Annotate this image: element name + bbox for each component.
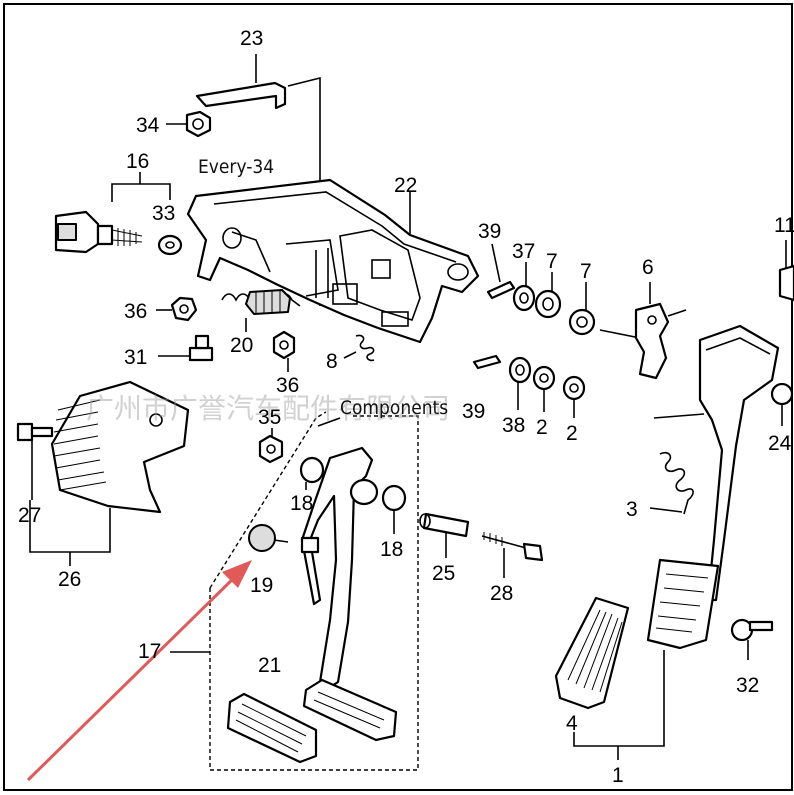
part-27-screw bbox=[16, 422, 54, 500]
callout-38: 38 bbox=[502, 414, 525, 437]
part-37-bushing bbox=[512, 262, 536, 312]
callout-37: 37 bbox=[512, 240, 535, 263]
callout-11: 11 bbox=[774, 214, 794, 237]
components-bracket-17 bbox=[170, 411, 419, 771]
callout-34: 34 bbox=[136, 114, 160, 137]
part-22-pedal-bracket bbox=[186, 178, 480, 344]
part-6-pedal-arm-bracket bbox=[599, 282, 687, 380]
label-every-34: Every-34 bbox=[198, 156, 274, 178]
callout-36-upper: 36 bbox=[124, 300, 147, 323]
part-33-clip bbox=[157, 234, 183, 256]
part-19-stopper bbox=[248, 524, 289, 552]
callout-7-b: 7 bbox=[580, 260, 592, 283]
callout-24: 24 bbox=[768, 432, 792, 455]
callout-21: 21 bbox=[258, 654, 281, 677]
callout-39-upper: 39 bbox=[478, 220, 501, 243]
brake-pedal-arm bbox=[300, 417, 379, 692]
part-1-accelerator-pad bbox=[573, 558, 720, 760]
part-18-bushing-b bbox=[381, 484, 407, 534]
part-31-bolt bbox=[158, 334, 214, 362]
part-4-pedal-rubber bbox=[554, 596, 630, 710]
part-20-spring bbox=[221, 289, 301, 332]
callout-18-a: 18 bbox=[290, 492, 313, 515]
watermark-text: 广州市广誉汽车配件有限公司 bbox=[86, 392, 450, 425]
callout-25: 25 bbox=[432, 562, 455, 585]
callout-32: 32 bbox=[736, 674, 759, 697]
callout-2-b: 2 bbox=[566, 422, 578, 445]
callout-18-b: 18 bbox=[380, 538, 403, 561]
callout-4: 4 bbox=[566, 712, 578, 735]
callout-1: 1 bbox=[612, 764, 624, 787]
part-35-nut bbox=[258, 428, 284, 464]
part-25-sleeve bbox=[419, 512, 470, 558]
part-16-switch bbox=[54, 172, 171, 254]
callout-19: 19 bbox=[250, 574, 273, 597]
part-18-bushing-a bbox=[299, 456, 325, 490]
part-11-clip bbox=[778, 240, 794, 302]
part-26-cover bbox=[29, 380, 190, 566]
part-2-washer-b bbox=[562, 375, 586, 418]
callout-28: 28 bbox=[490, 582, 513, 605]
callout-26: 26 bbox=[58, 568, 81, 591]
red-pointer-arrow bbox=[26, 560, 252, 782]
callout-20: 20 bbox=[230, 334, 253, 357]
callout-27: 27 bbox=[18, 504, 41, 527]
callout-16: 16 bbox=[126, 150, 149, 173]
callout-22: 22 bbox=[394, 174, 417, 197]
callout-36-lower: 36 bbox=[276, 374, 299, 397]
part-28-bolt bbox=[481, 532, 544, 578]
part-7-bushing-b bbox=[568, 282, 596, 336]
part-38-bushing bbox=[508, 356, 532, 410]
callout-33: 33 bbox=[152, 202, 175, 225]
callout-2-a: 2 bbox=[536, 416, 548, 439]
part-34-nut bbox=[166, 110, 212, 138]
part-36-nut-lower bbox=[272, 330, 296, 372]
label-components: Components bbox=[340, 397, 448, 419]
clutch-pedal-pad bbox=[302, 678, 398, 742]
callout-35: 35 bbox=[258, 406, 281, 429]
part-36-nut-upper bbox=[156, 296, 198, 322]
part-3-return-spring bbox=[649, 451, 694, 515]
callout-6: 6 bbox=[642, 256, 654, 279]
callout-3: 3 bbox=[626, 498, 638, 521]
callout-7-a: 7 bbox=[546, 250, 558, 273]
part-8-spring bbox=[343, 334, 375, 362]
part-24-stopper bbox=[770, 382, 794, 426]
part-2-washer-a bbox=[532, 365, 556, 412]
part-32-bolt bbox=[730, 618, 774, 660]
callout-39-lower: 39 bbox=[462, 400, 485, 423]
callout-31: 31 bbox=[124, 346, 147, 369]
callout-17: 17 bbox=[138, 640, 161, 663]
part-39-pin-lower bbox=[472, 354, 502, 370]
callout-23: 23 bbox=[240, 27, 263, 50]
part-21-brake-pedal-pad bbox=[226, 692, 318, 764]
accelerator-pedal-arm bbox=[653, 324, 780, 602]
callout-8: 8 bbox=[326, 350, 338, 373]
part-7-bushing-a bbox=[534, 272, 562, 319]
part-39-pin-upper bbox=[486, 243, 516, 300]
